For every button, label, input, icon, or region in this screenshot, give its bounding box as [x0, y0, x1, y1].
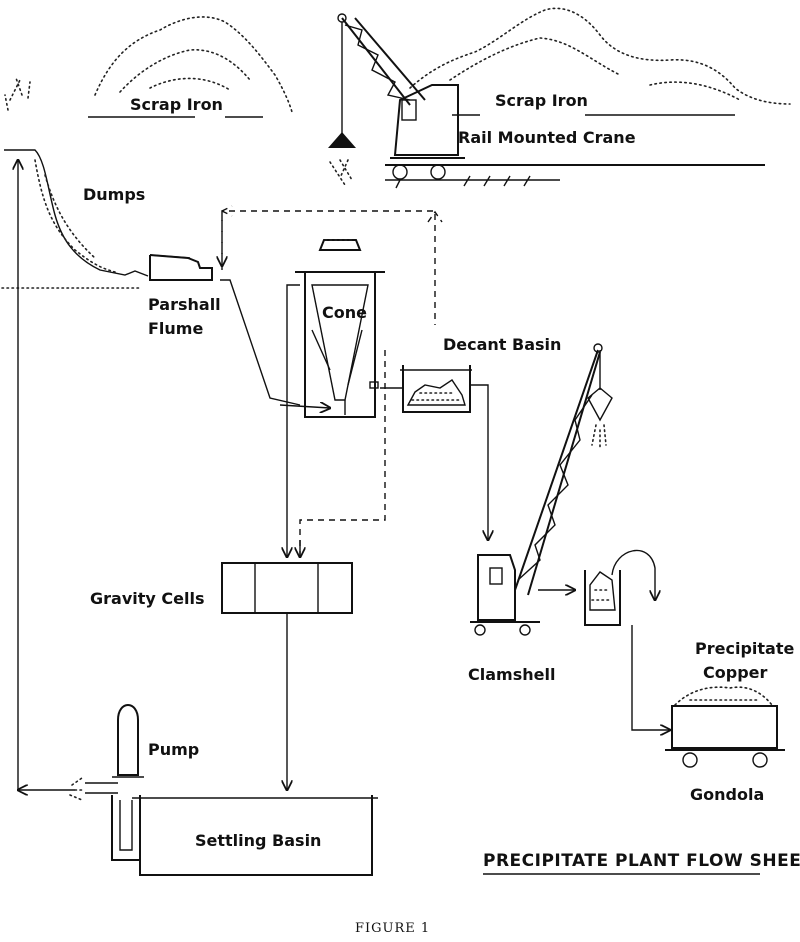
- figure-caption: FIGURE 1: [355, 921, 430, 936]
- flume-to-cone-line: [220, 279, 301, 406]
- precipitate-label-2: Copper: [703, 663, 767, 682]
- gravity-cells-label: Gravity Cells: [90, 589, 204, 608]
- settling-basin: [132, 795, 378, 876]
- gravity-cells: [221, 562, 353, 790]
- diagram-title: PRECIPITATE PLANT FLOW SHEET: [483, 851, 800, 871]
- decant-basin: [380, 365, 488, 540]
- cone-tank: [287, 239, 385, 557]
- recirculation-dashed-loop: [222, 205, 443, 557]
- scrap-iron-pile-right: [409, 7, 791, 105]
- precipitate-bin: [584, 549, 670, 730]
- return-line: [18, 160, 75, 790]
- decant-basin-label: Decant Basin: [443, 335, 561, 354]
- clamshell-label: Clamshell: [468, 665, 555, 684]
- scrap-iron-right-label: Scrap Iron: [495, 91, 588, 110]
- scrap-iron-left-label: Scrap Iron: [130, 95, 223, 114]
- parshall-flume: [149, 254, 213, 281]
- dumps-label: Dumps: [83, 185, 145, 204]
- parshall-label-2: Flume: [148, 319, 203, 338]
- gondola-car: [665, 686, 785, 768]
- rail-mounted-crane: [328, 13, 765, 189]
- settling-basin-label: Settling Basin: [195, 831, 321, 850]
- scrap-iron-pile-left: [94, 16, 293, 113]
- pump: [69, 704, 144, 861]
- dumps-heap: [1, 77, 149, 289]
- pump-label: Pump: [148, 740, 199, 759]
- cone-label: Cone: [322, 303, 367, 322]
- parshall-label-1: Parshall: [148, 295, 221, 314]
- clamshell-crane: [470, 343, 613, 636]
- rail-crane-label: Rail Mounted Crane: [458, 128, 636, 147]
- precipitate-label-1: Precipitate: [695, 639, 794, 658]
- gondola-label: Gondola: [690, 785, 764, 804]
